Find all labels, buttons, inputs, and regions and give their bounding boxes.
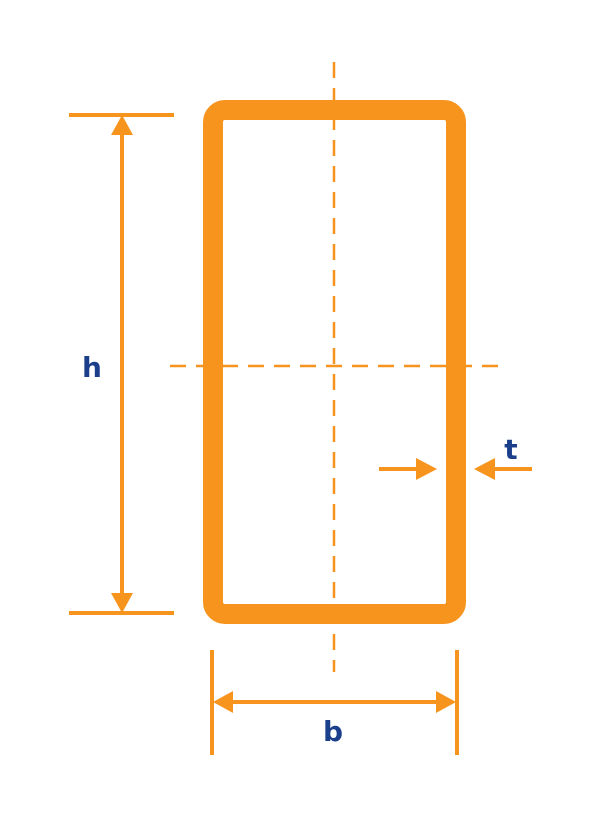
arrowhead-right-icon: [436, 691, 456, 713]
arrowhead-down-icon: [111, 593, 133, 613]
width-label: b: [323, 715, 343, 748]
arrowhead-up-icon: [111, 115, 133, 135]
height-label: h: [82, 351, 102, 384]
arrowhead-left-icon: [213, 691, 233, 713]
thickness-arrowhead-right-icon: [416, 458, 437, 480]
thickness-label: t: [504, 433, 517, 466]
thickness-arrowhead-left-icon: [474, 458, 495, 480]
